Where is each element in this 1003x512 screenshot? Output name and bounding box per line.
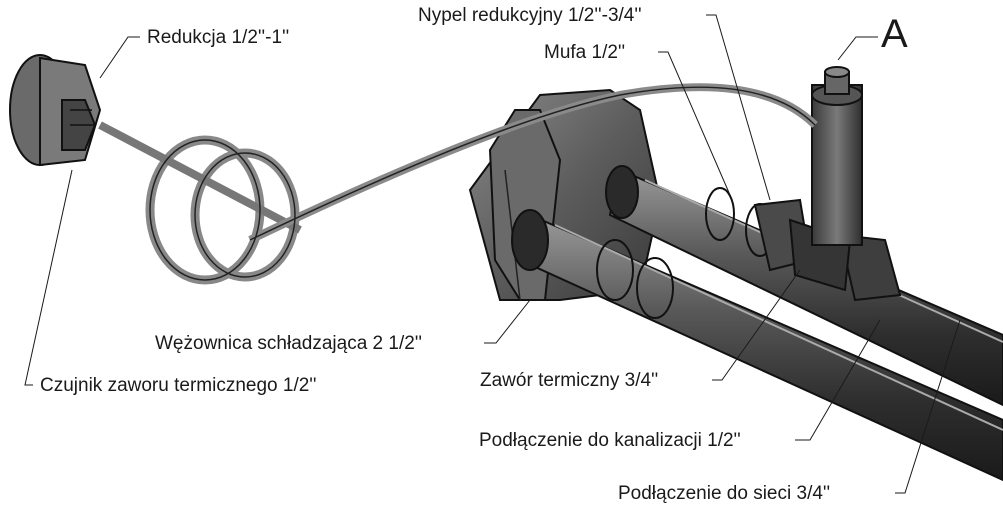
label-thermal-valve: Zawór termiczny 3/4'' (480, 370, 659, 391)
mains-pipe (511, 209, 1003, 482)
label-sewer-connection: Podłączenie do kanalizacji 1/2'' (479, 430, 741, 451)
label-detail-marker: A (881, 12, 908, 56)
reduction-fitting (9, 54, 102, 167)
label-mains-connection: Podłączenie do sieci 3/4'' (618, 483, 831, 504)
label-socket: Mufa 1/2'' (544, 42, 626, 63)
cooling-coil-outline (149, 86, 816, 281)
leader-lines (24, 14, 961, 494)
label-valve-sensor: Czujnik zaworu termicznego 1/2'' (40, 375, 317, 396)
thermal-valve-body (753, 66, 902, 302)
sewer-pipe (605, 165, 1003, 407)
label-reduction: Redukcja 1/2''-1'' (147, 27, 290, 48)
label-cooling-coil: Wężownica schładzająca 2 1/2'' (155, 333, 423, 354)
label-reducing-nipple: Nypel redukcyjny 1/2''-3/4'' (418, 5, 642, 26)
